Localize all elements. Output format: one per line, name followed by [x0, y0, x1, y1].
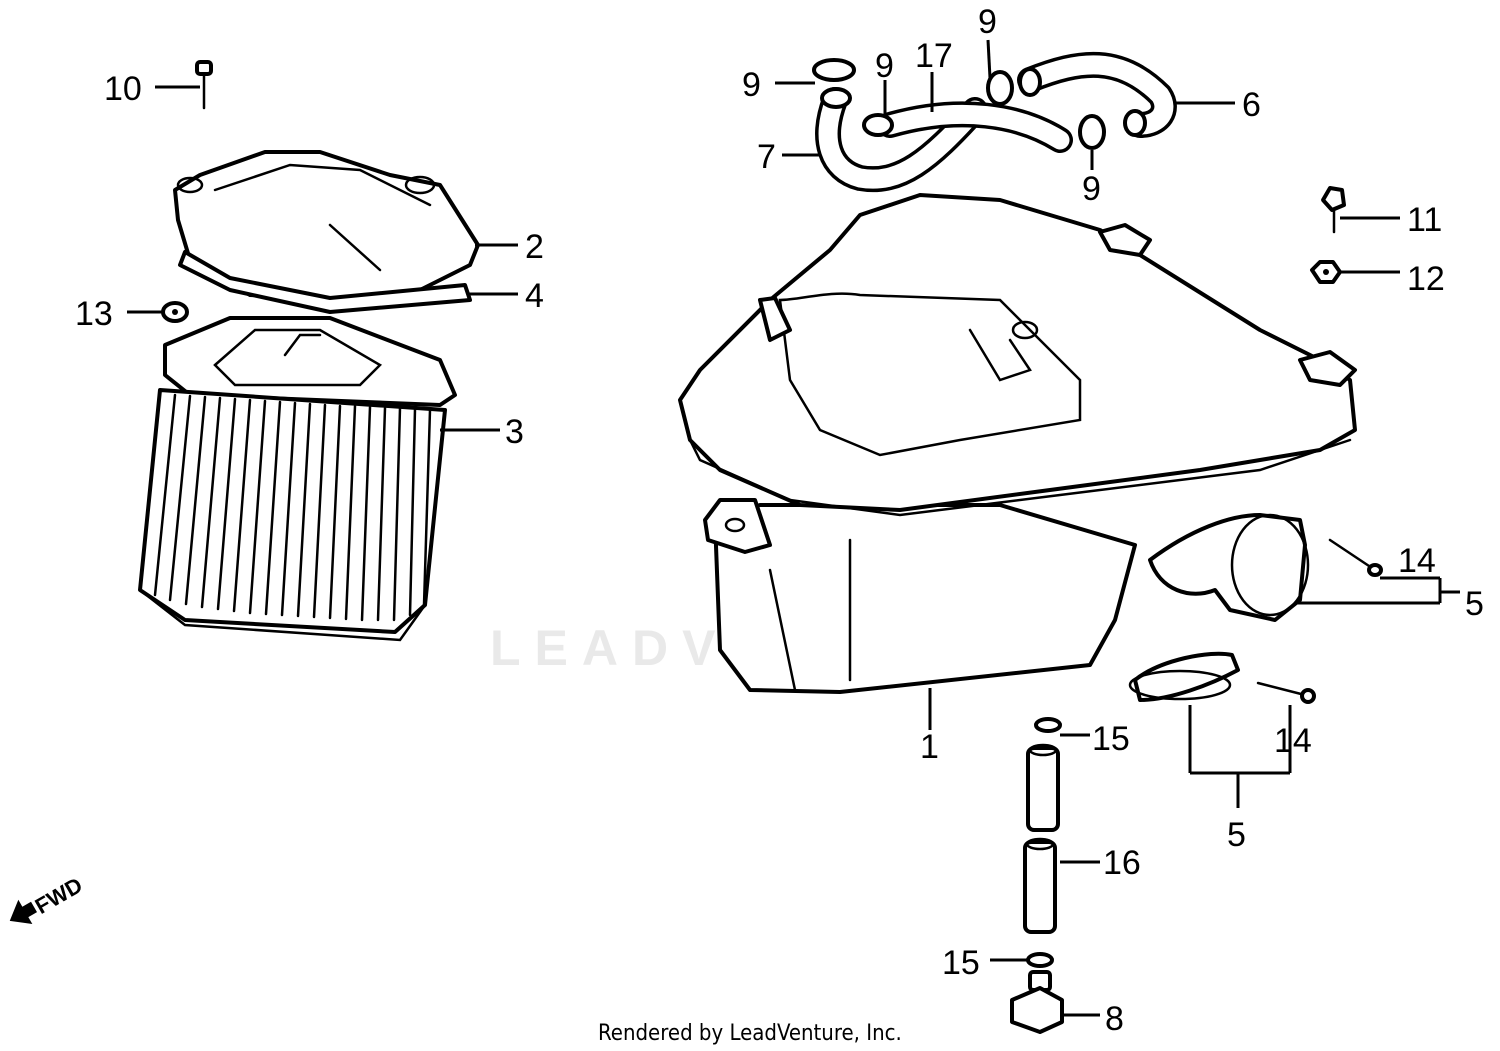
fwd-label: FWD [31, 872, 87, 919]
leader-lines [127, 39, 1460, 1017]
callout-15-a: 15 [1092, 720, 1130, 758]
part-4-gasket[interactable] [178, 250, 472, 314]
part-3-filter-element[interactable] [138, 316, 457, 642]
part-7-hose[interactable] [815, 87, 988, 193]
callout-9-d: 9 [1082, 170, 1101, 208]
callout-11: 11 [1407, 201, 1442, 239]
part-8-drain-plug[interactable] [1010, 970, 1064, 1034]
part-17-hose[interactable] [877, 101, 1073, 153]
callout-6: 6 [1242, 86, 1261, 124]
part-5-band-upper[interactable] [1148, 513, 1310, 622]
callout-16: 16 [1103, 844, 1141, 882]
callout-8: 8 [1105, 1000, 1124, 1038]
callout-1: 1 [920, 728, 939, 766]
part-14-screw-lower[interactable] [1256, 681, 1316, 704]
part-5-band-lower[interactable] [1128, 651, 1240, 702]
callout-17: 17 [915, 37, 953, 75]
part-14-screw-upper[interactable] [1328, 538, 1383, 577]
callout-4: 4 [525, 277, 544, 315]
callout-10: 10 [104, 70, 142, 108]
part-13-nut[interactable] [161, 301, 189, 323]
callout-12: 12 [1407, 260, 1445, 298]
part-12-nut[interactable] [1310, 260, 1342, 284]
part-9-clamps[interactable] [812, 58, 1106, 150]
callout-14-a: 14 [1398, 542, 1436, 580]
callout-14-b: 14 [1274, 722, 1312, 760]
part-10-bolt[interactable] [195, 60, 213, 110]
callout-5-a: 5 [1465, 585, 1484, 623]
callout-3: 3 [505, 413, 524, 451]
part-1-air-cleaner-case[interactable] [678, 193, 1357, 694]
part-11-bolt[interactable] [1321, 186, 1346, 234]
footer-credit: Rendered by LeadVenture, Inc. [598, 1021, 902, 1046]
callout-labels: 10 2 4 3 13 9 9 9 9 17 7 6 11 12 14 5 14… [75, 3, 1484, 1038]
callout-7: 7 [757, 138, 776, 176]
part-15-clip-upper[interactable] [1034, 717, 1062, 733]
forward-arrow-icon [9, 899, 37, 925]
callout-2: 2 [525, 228, 544, 266]
callout-15-b: 15 [942, 944, 980, 982]
callout-9-a: 9 [742, 66, 761, 104]
part-6-hose[interactable] [1017, 51, 1177, 138]
part-15-clip-lower[interactable] [1026, 952, 1054, 968]
callout-5-b: 5 [1227, 816, 1246, 854]
callout-9-b: 9 [875, 47, 894, 85]
callout-13: 13 [75, 295, 113, 333]
callout-9-c: 9 [978, 3, 997, 41]
forward-direction-indicator: FWD [9, 872, 87, 925]
part-16-drain-tube[interactable] [1023, 743, 1060, 934]
